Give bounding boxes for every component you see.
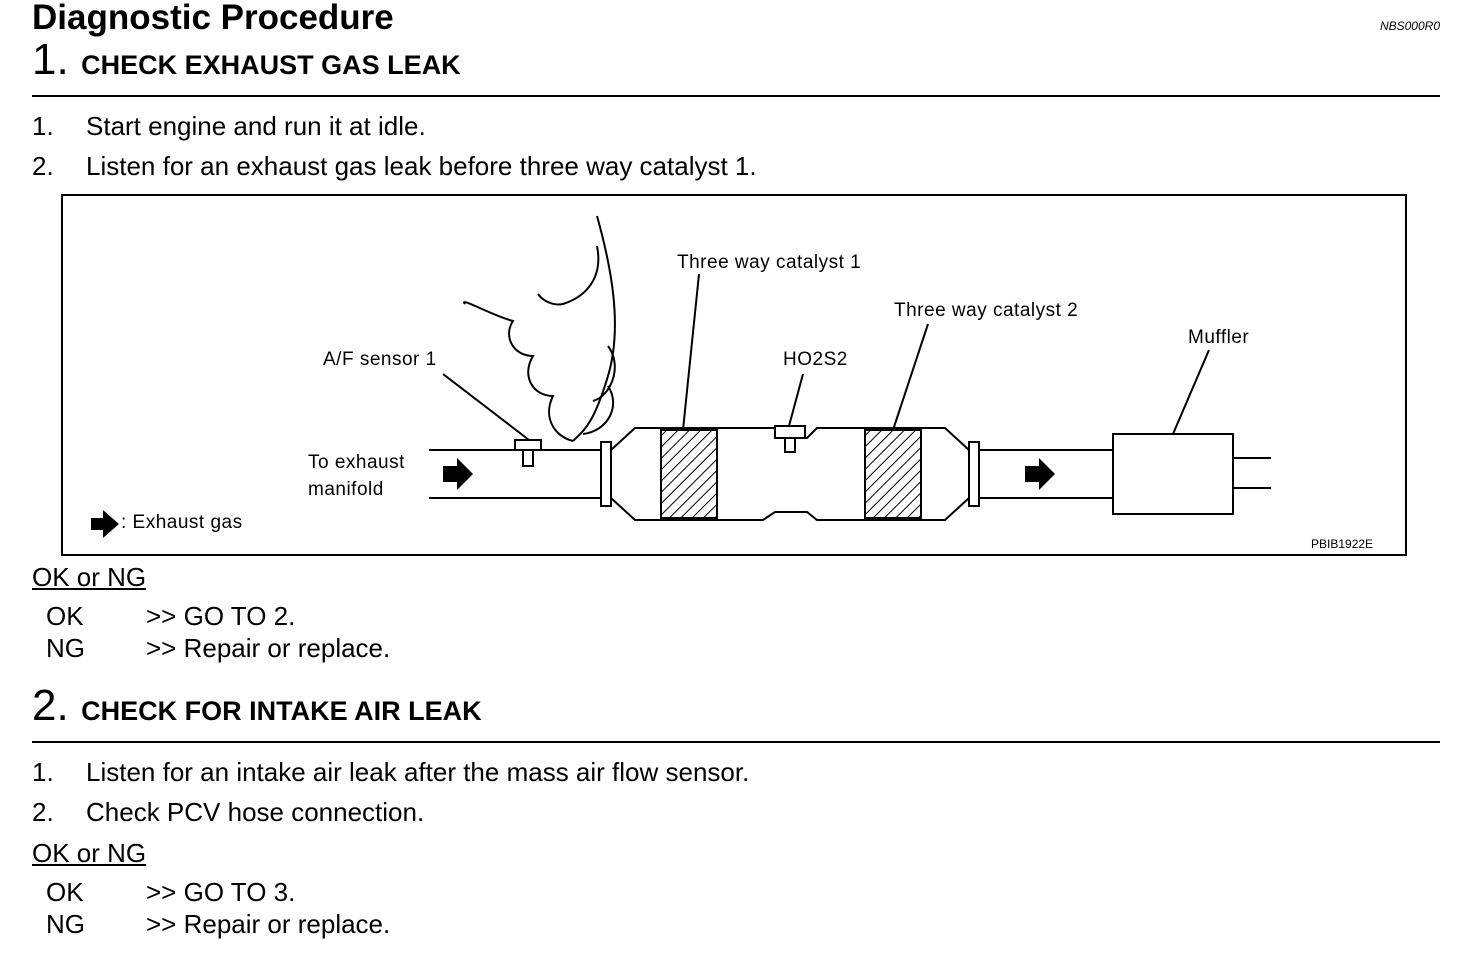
ok-or-ng-heading: OK or NG — [32, 838, 147, 868]
legend-label: : Exhaust gas — [121, 512, 243, 533]
flow-arrow-icon — [1025, 458, 1055, 490]
document-code: NBS000R0 — [1379, 19, 1440, 33]
result-action: >> GO TO 3. — [146, 877, 296, 907]
section-divider — [32, 95, 1440, 97]
legend-arrow-icon — [91, 510, 119, 538]
step-1-heading: 1. CHECK EXHAUST GAS LEAK — [32, 38, 461, 82]
result-action: >> GO TO 2. — [146, 601, 296, 631]
result-row: NG >> Repair or replace. — [46, 633, 390, 664]
step-number: 2. — [32, 681, 69, 730]
result-key: OK — [46, 601, 84, 631]
manifold-label-line1: To exhaust — [308, 452, 405, 473]
result-key: NG — [46, 633, 85, 663]
result-action: >> Repair or replace. — [146, 909, 391, 939]
manifold-label-line2: manifold — [308, 479, 384, 500]
muffler-label: Muffler — [1188, 327, 1250, 348]
step-title: CHECK FOR INTAKE AIR LEAK — [81, 696, 482, 726]
result-key: NG — [46, 909, 85, 939]
list-item-text: Check PCV hose connection. — [86, 797, 425, 827]
exhaust-system-illustration — [91, 215, 1271, 538]
list-item-number: 1. — [32, 111, 54, 141]
result-row: OK >> GO TO 2. — [46, 601, 295, 632]
step-2-heading: 2. CHECK FOR INTAKE AIR LEAK — [32, 684, 482, 728]
catalyst-1-label: Three way catalyst 1 — [677, 252, 862, 273]
list-item: 1. Start engine and run it at idle. — [32, 111, 426, 142]
list-item-number: 2. — [32, 797, 54, 827]
result-row: OK >> GO TO 3. — [46, 877, 295, 908]
exhaust-system-diagram: Three way catalyst 1 Three way catalyst … — [61, 194, 1407, 556]
af-sensor-label: A/F sensor 1 — [323, 349, 437, 370]
flow-arrow-icon — [443, 458, 473, 490]
list-item-text: Listen for an exhaust gas leak before th… — [86, 151, 757, 181]
figure-id: PBIB1922E — [1311, 537, 1374, 551]
ho2s2-label: HO2S2 — [783, 349, 848, 370]
list-item-number: 1. — [32, 757, 54, 787]
section-divider — [32, 741, 1440, 743]
result-action: >> Repair or replace. — [146, 633, 391, 663]
step-number: 1. — [32, 35, 69, 84]
list-item-text: Start engine and run it at idle. — [86, 111, 426, 141]
smoke-icon — [572, 215, 616, 442]
catalyst-2-label: Three way catalyst 2 — [894, 300, 1079, 321]
list-item: 2. Listen for an exhaust gas leak before … — [32, 151, 757, 182]
result-row: NG >> Repair or replace. — [46, 909, 390, 940]
ok-or-ng-heading: OK or NG — [32, 562, 147, 592]
list-item: 2. Check PCV hose connection. — [32, 797, 424, 828]
list-item-number: 2. — [32, 151, 54, 181]
list-item: 1. Listen for an intake air leak after th… — [32, 757, 749, 788]
step-title: CHECK EXHAUST GAS LEAK — [81, 50, 461, 80]
page-title: Diagnostic Procedure — [32, 0, 394, 37]
list-item-text: Listen for an intake air leak after the … — [86, 757, 750, 787]
result-key: OK — [46, 877, 84, 907]
